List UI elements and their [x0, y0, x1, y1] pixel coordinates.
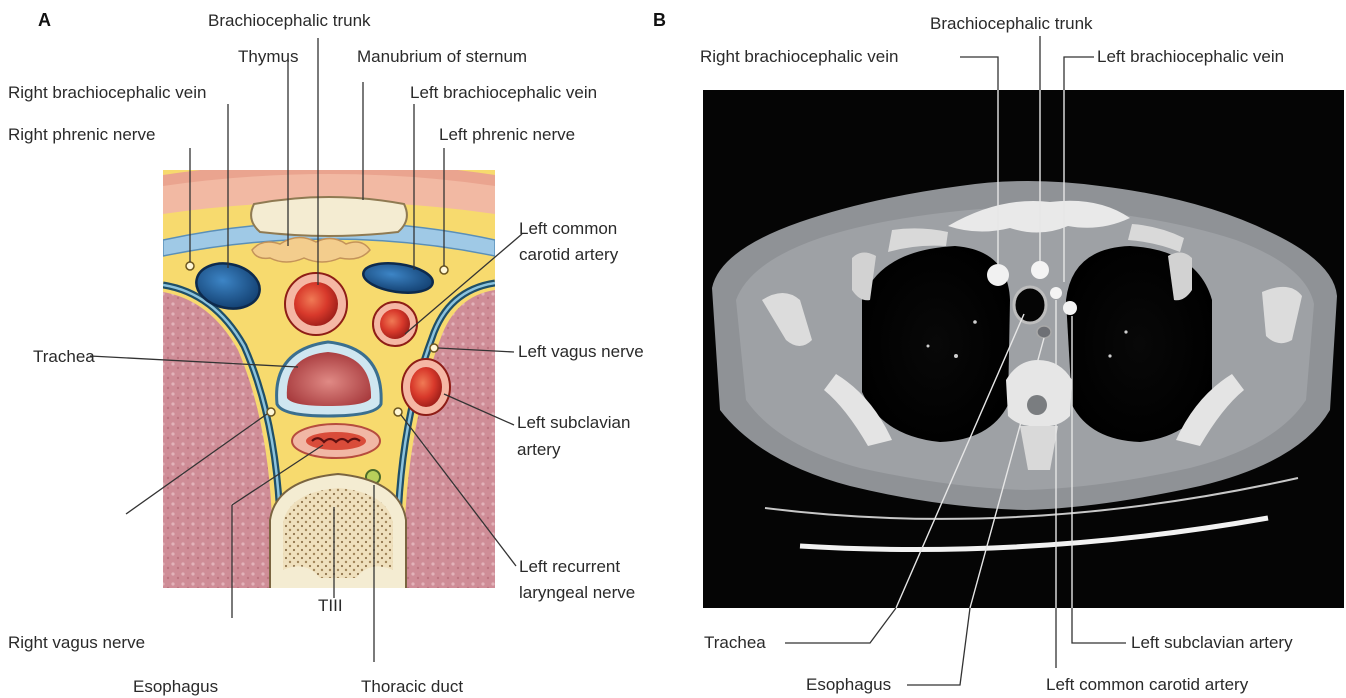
ct-vertebra: [1006, 360, 1072, 426]
label-b-esophagus: Esophagus: [806, 675, 891, 694]
label-left-common-carotid-1: Left common: [519, 219, 617, 238]
label-left-recurrent-2: laryngeal nerve: [519, 583, 635, 602]
right-phrenic-nerve-shape: [186, 262, 194, 270]
panel-a-letter: A: [38, 10, 51, 30]
left-phrenic-nerve-shape: [440, 266, 448, 274]
ct-left-subclavian: [1063, 301, 1077, 315]
manubrium-shape: [251, 197, 407, 236]
label-b-brachiocephalic-trunk: Brachiocephalic trunk: [930, 14, 1093, 33]
ct-trachea: [1014, 287, 1046, 323]
label-b-trachea: Trachea: [704, 633, 766, 652]
label-b-left-subclavian-artery: Left subclavian artery: [1131, 633, 1293, 652]
ct-left-common-carotid: [1050, 287, 1062, 299]
label-brachiocephalic-trunk: Brachiocephalic trunk: [208, 11, 371, 30]
label-b-right-brachiocephalic-vein: Right brachiocephalic vein: [700, 47, 898, 66]
label-left-subclavian-2: artery: [517, 440, 561, 459]
label-tiii: TIII: [318, 596, 343, 615]
label-trachea: Trachea: [33, 347, 95, 366]
label-right-phrenic-nerve: Right phrenic nerve: [8, 125, 155, 144]
label-manubrium: Manubrium of sternum: [357, 47, 527, 66]
left-recurrent-nerve-shape: [394, 408, 402, 416]
label-left-phrenic-nerve: Left phrenic nerve: [439, 125, 575, 144]
label-esophagus-a: Esophagus: [133, 677, 218, 696]
label-left-brachiocephalic-vein: Left brachiocephalic vein: [410, 83, 597, 102]
ct-brachiocephalic-trunk: [1031, 261, 1049, 279]
panel-a-illustration: [163, 163, 495, 591]
left-vagus-nerve-shape: [430, 344, 438, 352]
label-right-brachiocephalic-vein: Right brachiocephalic vein: [8, 83, 206, 102]
label-left-subclavian-1: Left subclavian: [517, 413, 630, 432]
ct-esophagus: [1037, 326, 1051, 338]
label-b-left-brachiocephalic-vein: Left brachiocephalic vein: [1097, 47, 1284, 66]
label-thymus: Thymus: [238, 47, 298, 66]
label-right-vagus-nerve: Right vagus nerve: [8, 633, 145, 652]
label-b-left-common-carotid-artery: Left common carotid artery: [1046, 675, 1249, 694]
label-thoracic-duct: Thoracic duct: [361, 677, 463, 696]
right-vagus-nerve-shape: [267, 408, 275, 416]
label-left-vagus-nerve: Left vagus nerve: [518, 342, 644, 361]
panel-b-letter: B: [653, 10, 666, 30]
label-left-common-carotid-2: carotid artery: [519, 245, 619, 264]
ct-right-brachiocephalic-vein: [987, 264, 1009, 286]
ct-scan-image: [703, 90, 1344, 608]
label-left-recurrent-1: Left recurrent: [519, 557, 620, 576]
